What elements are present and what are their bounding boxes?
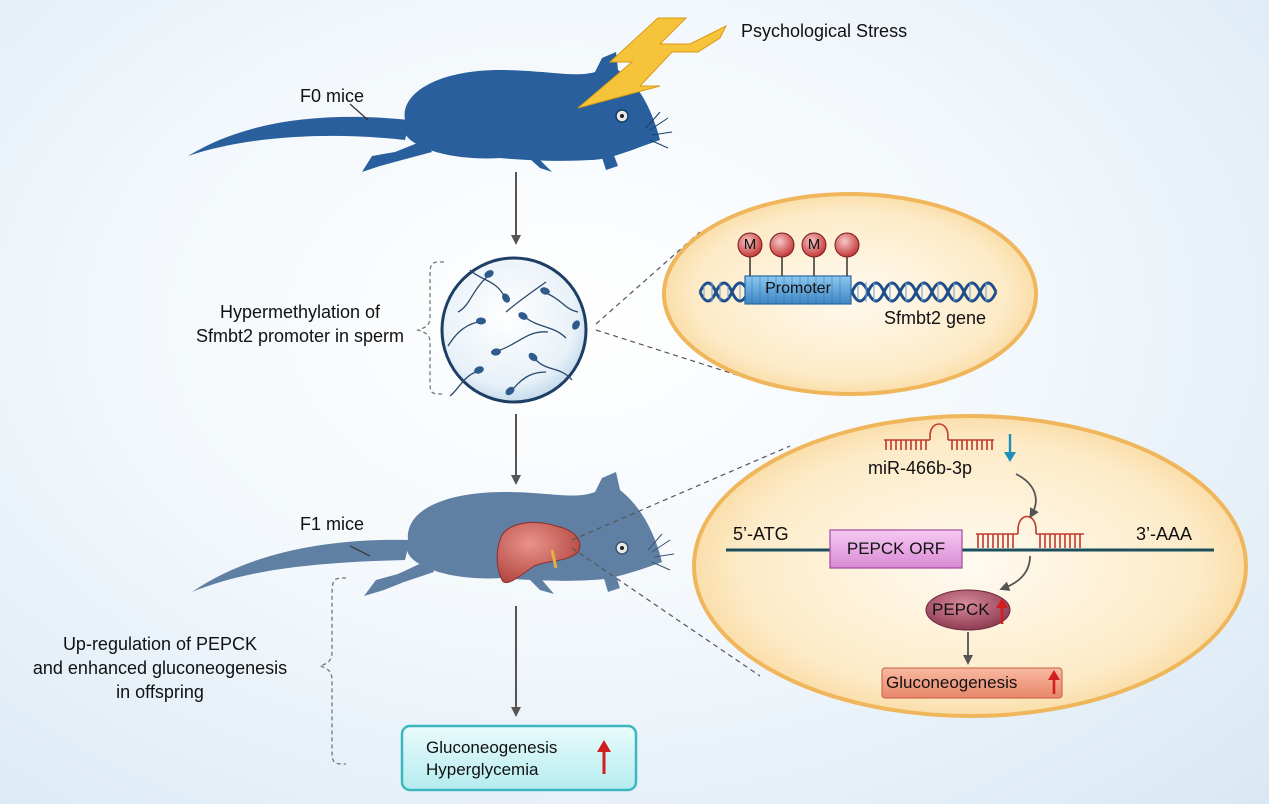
gluconeogenesis-process-label: Gluconeogenesis bbox=[886, 673, 1018, 692]
pepck-detail-ellipse bbox=[692, 414, 1248, 718]
gluconeogenesis-box bbox=[881, 667, 1063, 699]
methyl-group-2 bbox=[769, 232, 795, 258]
lightning-bolt-icon bbox=[577, 17, 728, 109]
methyl-group-3 bbox=[801, 232, 827, 258]
promoter-detail-ellipse bbox=[662, 192, 1038, 396]
arrow-mirna-binding bbox=[1015, 473, 1039, 519]
methyl-label-3: M bbox=[807, 236, 821, 253]
f0-label-pointer bbox=[349, 103, 369, 121]
mirna-label: miR-466b-3p bbox=[868, 458, 973, 478]
sperm-bracket bbox=[415, 261, 445, 395]
methyl-label-1: M bbox=[743, 236, 757, 253]
zoom-line-pepck-top bbox=[571, 445, 791, 541]
sperm-label-line1: Hypermethylation of bbox=[219, 302, 381, 322]
zoom-line-pepck-bottom bbox=[571, 547, 761, 677]
down-arrow-icon bbox=[1004, 434, 1016, 462]
gluconeogenesis-up-arrow-icon bbox=[1048, 670, 1060, 694]
outcome-box bbox=[400, 724, 638, 792]
sfmbt2-gene-label: Sfmbt2 gene bbox=[884, 308, 987, 328]
f1-mouse-illustration bbox=[192, 472, 675, 596]
offspring-label-line1: Up-regulation of PEPCK bbox=[62, 634, 258, 654]
sperm-circle bbox=[440, 256, 588, 404]
liver-icon bbox=[496, 522, 581, 584]
offspring-label-line2: and enhanced gluconeogenesis bbox=[32, 658, 288, 678]
methyl-group-1 bbox=[737, 232, 763, 258]
f1-label-pointer bbox=[349, 545, 371, 557]
pepck-orf-box bbox=[829, 529, 963, 569]
sperm-label-line2: Sfmbt2 promoter in sperm bbox=[195, 326, 405, 346]
outcome-line2: Hyperglycemia bbox=[426, 760, 539, 779]
five-prime-label: 5’-ATG bbox=[733, 524, 789, 544]
offspring-bracket bbox=[317, 577, 347, 765]
offspring-label-line3: in offspring bbox=[116, 682, 204, 702]
f0-mouse-illustration bbox=[188, 52, 673, 172]
zoom-line-bottom bbox=[595, 329, 741, 377]
bound-mirna-icon bbox=[976, 515, 1084, 548]
promoter-label: Promoter bbox=[765, 280, 831, 297]
outcome-line1: Gluconeogenesis bbox=[426, 738, 558, 757]
mirna-hairpin-icon bbox=[884, 423, 994, 450]
pepck-protein-oval bbox=[925, 589, 1011, 631]
arrow-to-pepck bbox=[999, 555, 1031, 591]
pepck-up-arrow-icon bbox=[996, 598, 1008, 624]
three-prime-label: 3’-AAA bbox=[1136, 524, 1193, 544]
offspring-label: Up-regulation of PEPCK and enhanced gluc… bbox=[10, 632, 310, 704]
pepck-orf-label: PEPCK ORF bbox=[846, 539, 946, 558]
stress-label: Psychological Stress bbox=[741, 21, 908, 41]
sperm-methylation-label: Hypermethylation of Sfmbt2 promoter in s… bbox=[180, 300, 420, 348]
outcome-text: Gluconeogenesis Hyperglycemia bbox=[426, 737, 557, 781]
pepck-protein-label: PEPCK bbox=[932, 600, 990, 619]
outcome-up-arrow-icon bbox=[597, 740, 611, 774]
f1-mice-label: F1 mice bbox=[300, 514, 365, 534]
methyl-group-4 bbox=[834, 232, 860, 258]
f0-mice-label: F0 mice bbox=[300, 86, 365, 106]
